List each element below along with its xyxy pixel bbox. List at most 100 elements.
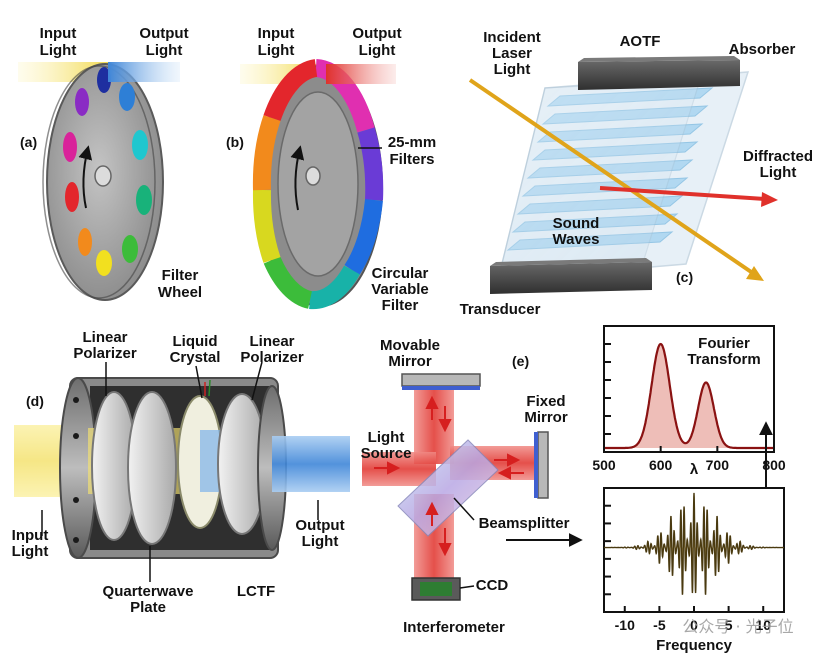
diffracted-beam — [599, 186, 766, 201]
output-beam-a — [108, 62, 180, 82]
light-source-label: Light — [368, 429, 405, 446]
rotation-arrow-b — [290, 145, 305, 211]
ccd-label: CCD — [476, 577, 509, 594]
beam-direction-arrows — [374, 395, 524, 557]
pointer-polarizer-2 — [251, 361, 263, 401]
sound-waves-label: Sound — [553, 215, 600, 232]
lctf-screws — [73, 397, 79, 543]
interferometer-label: Interferometer — [403, 619, 505, 636]
filter-wheel-rim — [42, 65, 156, 299]
lc-wires — [204, 379, 211, 397]
fixed-mirror-label: Fixed — [526, 393, 565, 410]
output-light-label-b: Output — [352, 25, 401, 42]
wheel-hub — [94, 165, 112, 187]
pointer-beamsplitter — [453, 497, 475, 521]
incident-laser-beam — [468, 78, 762, 280]
movable-mirror-label-2: Mirror — [388, 353, 432, 370]
cvf-center-disc — [277, 91, 359, 277]
spectrum-curve — [604, 342, 774, 450]
panel-tag-b: (b) — [226, 134, 244, 150]
fixed-mirror-label-2: Mirror — [524, 409, 568, 426]
incident-laser-label: Incident — [483, 29, 541, 46]
panel-e-interferometer: Movable Mirror (e) Fixed Mirror Light So… — [361, 337, 583, 636]
input-light-label-b-2: Light — [258, 42, 295, 59]
incident-laser-arrowhead — [746, 266, 764, 281]
beamsplitter-label: Beamsplitter — [479, 515, 570, 532]
polarizer2-label: Linear — [249, 333, 294, 350]
filter-blue-dark — [97, 67, 111, 93]
transducer-label: Transducer — [460, 301, 541, 318]
polarizer1-label-2: Polarizer — [73, 345, 137, 362]
diffracted-arrowhead — [761, 192, 778, 207]
liquid-crystal-label: Liquid — [173, 333, 218, 350]
rotation-arrow-a — [78, 145, 93, 209]
panel-c-aotf: Incident Laser Light AOTF Absorber Diffr… — [460, 29, 813, 318]
spectrum-x-tick-label: 500 — [592, 457, 616, 473]
output-light-label-d-2: Light — [302, 533, 339, 550]
output-light-label-d: Output — [295, 517, 344, 534]
output-beam-d — [272, 436, 350, 492]
panel-tag-e: (e) — [512, 353, 529, 369]
ccd-detector — [411, 577, 461, 601]
interferogram-x-tick-label: -5 — [653, 617, 666, 633]
incident-laser-label-3: Light — [494, 61, 531, 78]
panel-a-filter-wheel: Input Light Output Light (a) Filter Whee… — [18, 25, 202, 301]
interferogram-x-tick-label: 10 — [755, 617, 771, 633]
output-beam-b — [326, 64, 396, 84]
spectrum-x-tick-label: 800 — [762, 457, 786, 473]
sound-waves-label-2: Waves — [553, 231, 600, 248]
panel-tag-d: (d) — [26, 393, 44, 409]
spectrum-plot-frame — [603, 325, 775, 453]
filters-label: 25-mm — [388, 134, 436, 151]
panel-b-circular-variable-filter: Input Light Output Light (b) 25-mm Filte… — [226, 25, 436, 314]
filter-wheel-label: Filter — [162, 267, 199, 284]
polarizer1-label: Linear — [82, 329, 127, 346]
spectrum-x-tick-labels: 500 600 700 800 — [592, 446, 786, 473]
interferogram-y-ticks — [604, 504, 611, 596]
interferogram-fill — [604, 492, 784, 595]
cvf-label-2: Variable — [371, 281, 429, 298]
beamsplitter-plate — [397, 439, 499, 537]
filters-label-2: Filters — [389, 151, 434, 168]
filter-red — [65, 182, 79, 212]
pointer-liquid-crystal — [195, 365, 203, 399]
filter-teal — [136, 185, 152, 215]
quarterwave-plate — [127, 391, 177, 545]
pointer-ccd — [459, 585, 475, 589]
fourier-transform-chart: Fourier Transform 500 600 700 800 λ — [592, 325, 786, 500]
diffracted-light-label: Diffracted — [743, 148, 813, 165]
absorber-label: Absorber — [729, 41, 796, 58]
spectrum-x-tick-label: 700 — [706, 457, 730, 473]
spectrum-x-axis-label: λ — [690, 461, 699, 478]
input-light-label-a-2: Light — [40, 42, 77, 59]
cvf-color-ring — [252, 59, 384, 310]
filter-magenta — [63, 132, 77, 162]
quarterwave-label: Quarterwave — [103, 583, 194, 600]
output-light-label-a-2: Light — [146, 42, 183, 59]
quarterwave-label-2: Plate — [130, 599, 166, 616]
filter-cyan — [132, 130, 148, 160]
interferogram-x-tick-label: 5 — [725, 617, 733, 633]
movable-mirror — [401, 373, 481, 390]
watermark-text: 公众号 · 光子位 — [682, 617, 793, 636]
filter-green — [122, 235, 138, 263]
spectrum-title: Fourier — [698, 335, 750, 352]
input-light-label-b: Input — [258, 25, 295, 42]
transducer-block — [490, 258, 652, 294]
interferogram-curve — [604, 492, 784, 595]
output-light-label-a: Output — [139, 25, 188, 42]
spectrum-x-tick-label: 600 — [649, 457, 673, 473]
interferogram-plot-frame — [603, 487, 785, 613]
filter-wheel-label-2: Wheel — [158, 284, 202, 301]
panel-d-lctf: Linear Polarizer Liquid Crystal Linear P… — [12, 329, 350, 616]
movable-mirror-label: Movable — [380, 337, 440, 354]
aotf-label: AOTF — [620, 33, 661, 50]
absorber-block — [578, 56, 740, 90]
fixed-mirror — [534, 431, 549, 499]
cvf-label-3: Filter — [382, 297, 419, 314]
interferogram-x-tick-label: -10 — [615, 617, 635, 633]
interferogram-x-axis-label: Frequency — [656, 637, 733, 654]
spectrum-title-2: Transform — [687, 351, 760, 368]
